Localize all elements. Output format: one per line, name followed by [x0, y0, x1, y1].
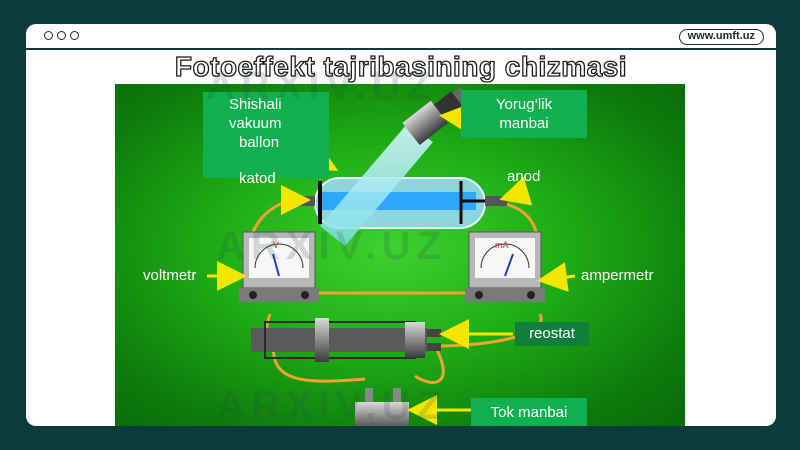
voltmeter: V [239, 231, 319, 302]
window-dot-icon[interactable] [70, 31, 79, 40]
page-title: Fotoeffekt tajribasining chizmasi [174, 50, 628, 82]
light-source-label-line: Yorug‘lik [495, 96, 553, 113]
ammeter: mA [465, 231, 545, 302]
light-beam [320, 124, 433, 246]
ammeter-unit: mA [495, 240, 509, 250]
voltmeter-label: voltmetr [143, 267, 197, 284]
slide-window: www.umft.uz Fotoeffekt tajribasining chi… [26, 24, 776, 426]
watermark: ARXIV.UZ [216, 224, 448, 268]
rheostat-label: reostat [529, 325, 575, 342]
photoeffect-diagram: V mA [115, 84, 685, 426]
anode-label: anod [507, 168, 541, 185]
rheostat [251, 318, 441, 362]
glass-vacuum-bulb-label-line: vakuum [229, 115, 282, 132]
glass-vacuum-bulb-label-line: ballon [239, 134, 280, 151]
window-dot-icon[interactable] [57, 31, 66, 40]
rheostat-label-box: reostat [515, 322, 589, 346]
watermark: ARXIV.UZ [216, 384, 448, 426]
window-titlebar: www.umft.uz [26, 24, 776, 50]
site-url-badge: www.umft.uz [678, 29, 764, 45]
power-source-label: Tok manbai [490, 404, 568, 421]
window-dot-icon[interactable] [44, 31, 53, 40]
diagram-drawing: V mA [207, 86, 576, 426]
glass-vacuum-bulb-label-box: Shishali vakuum ballon [203, 92, 329, 178]
ammeter-label: ampermetr [581, 267, 654, 284]
watermark: ARXIV.UZ [206, 64, 438, 108]
voltmeter-unit: V [273, 240, 279, 250]
cathode-label: katod [239, 170, 276, 187]
power-source-label-box: Tok manbai [471, 398, 587, 426]
light-source-label-line: manbai [499, 115, 549, 132]
glass-vacuum-bulb-label-line: Shishali [229, 96, 282, 113]
light-source-label-box: Yorug‘lik manbai [461, 90, 587, 138]
power-source-box [355, 388, 409, 426]
